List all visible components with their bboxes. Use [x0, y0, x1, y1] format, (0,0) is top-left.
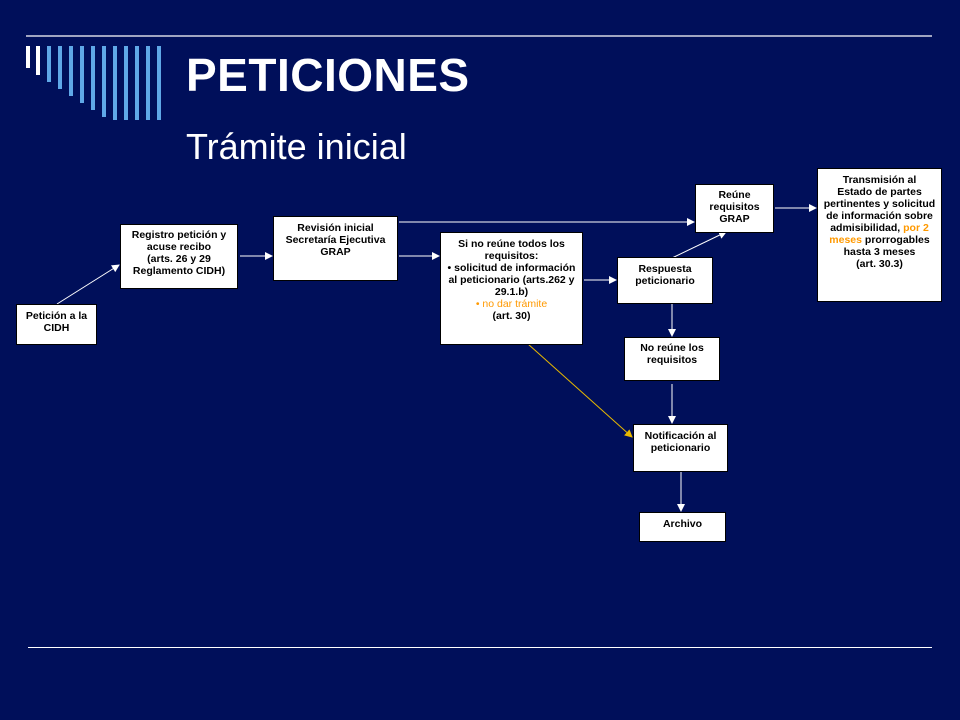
node-respuesta: Respuesta peticionario	[617, 257, 713, 304]
bottom-divider	[28, 647, 932, 648]
arrow-peticion-registro	[56, 264, 120, 305]
decorative-bar	[146, 46, 150, 120]
decorative-bar	[135, 46, 139, 120]
decorative-bar	[124, 46, 128, 120]
slide-title: PETICIONES	[186, 49, 470, 101]
decorative-bar	[113, 46, 117, 120]
decorative-bar	[47, 46, 51, 82]
decorative-bar	[26, 46, 30, 68]
decorative-bar	[69, 46, 73, 96]
node-archivo: Archivo	[639, 512, 726, 542]
slide-subtitle: Trámite inicial	[186, 126, 407, 167]
node-transmision: Transmisión al Estado de partes pertinen…	[817, 168, 942, 302]
node-no-reune: No reúne los requisitos	[624, 337, 720, 381]
decorative-bar	[157, 46, 161, 120]
decorative-bar	[36, 46, 40, 75]
decorative-bar	[80, 46, 84, 103]
decorative-bar	[102, 46, 106, 117]
node-revision: Revisión inicial Secretaría Ejecutiva GR…	[273, 216, 398, 281]
node-reune: Reúne requisitos GRAP	[695, 184, 774, 233]
node-peticion: Petición a la CIDH	[16, 304, 97, 345]
arrow-no-reune-todos-notificacion	[527, 343, 633, 438]
node-registro: Registro petición y acuse recibo (arts. …	[120, 224, 238, 289]
arrow-respuesta-reune	[671, 231, 727, 259]
no-dar-tramite-text: • no dar trámite	[475, 298, 548, 310]
node-notificacion: Notificación al peticionario	[633, 424, 728, 472]
node-no-reune-todos: Si no reúne todos los requisitos: • soli…	[440, 232, 583, 345]
decorative-bar	[58, 46, 62, 89]
decorative-bars	[26, 35, 932, 120]
decorative-bar	[91, 46, 95, 110]
